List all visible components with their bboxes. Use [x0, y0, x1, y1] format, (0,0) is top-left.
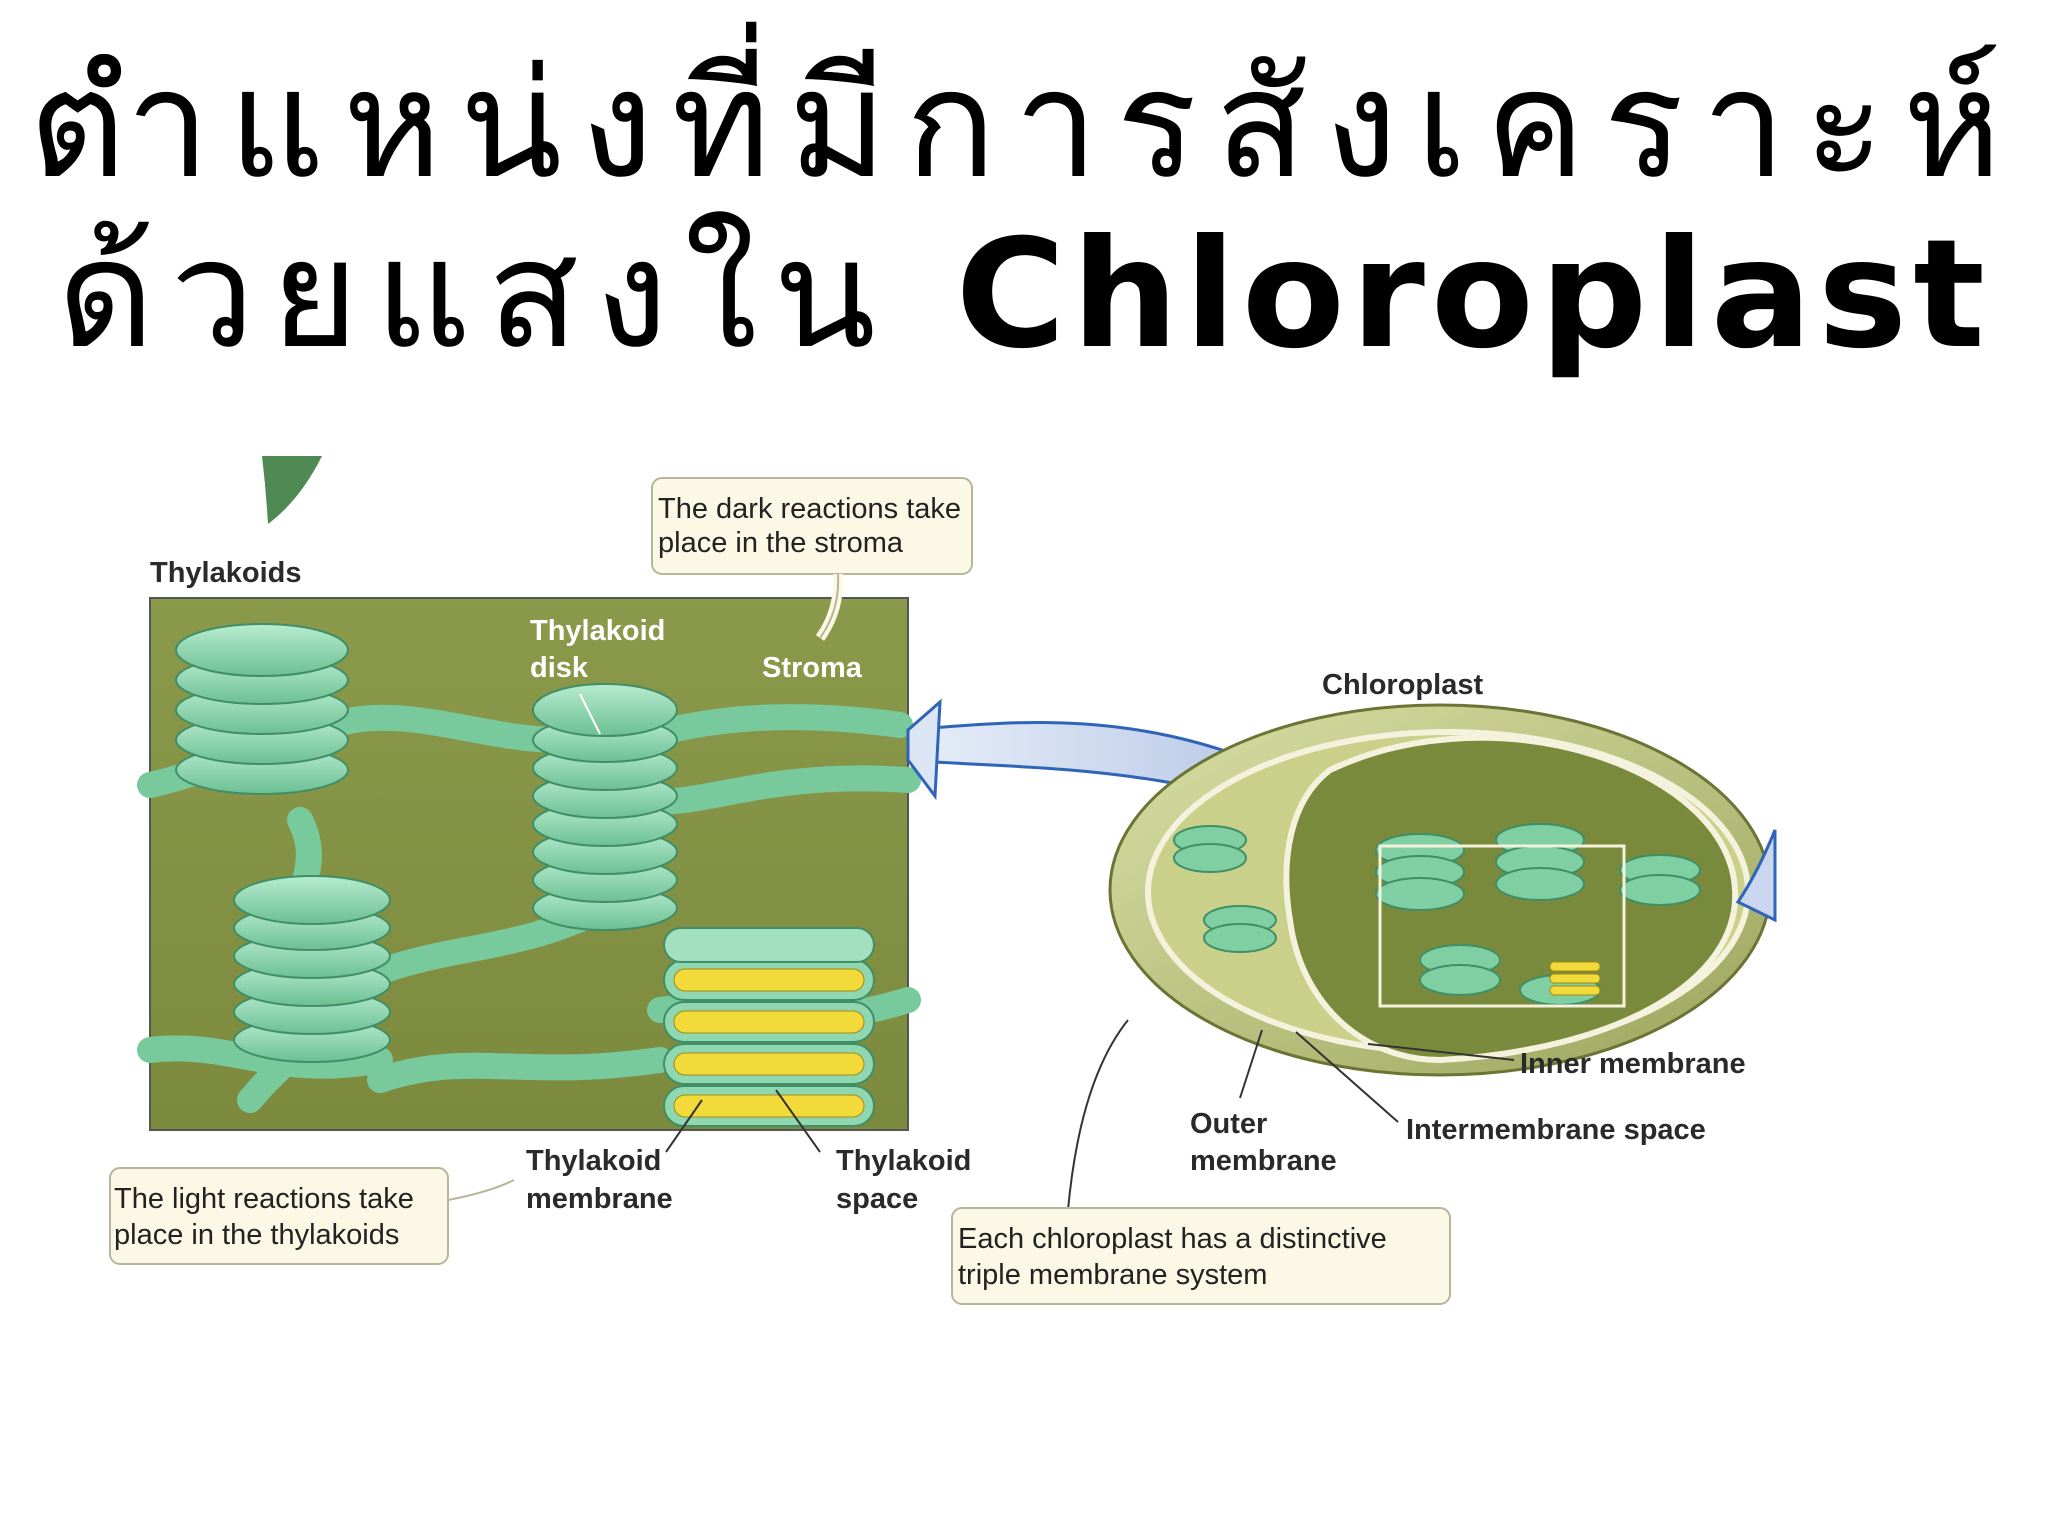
thylakoid-leader-lines — [665, 1089, 821, 1153]
title-chloroplast-word: Chloroplast — [955, 208, 1991, 382]
slide-title-line-2: ด้วยแสงใน Chloroplast — [0, 210, 2048, 380]
svg-text:Each chloroplast has a distinc: Each chloroplast has a distinctive — [958, 1223, 1387, 1255]
zoom-region-box — [1378, 844, 1626, 1008]
slide-title-line-1: ตำแหน่งที่มีการสังเคราะห์ — [28, 38, 2020, 212]
label-thylakoids: Thylakoids — [150, 557, 302, 589]
zoom-arrow-head — [906, 698, 942, 801]
callout-triple-membrane: Each chloroplast has a distinctive tripl… — [951, 1019, 1451, 1305]
callout-dark-reactions: The dark reactions take place in the str… — [651, 477, 973, 641]
chloroplast-diagram: Thylakoids — [109, 456, 1777, 1305]
right-arrow-fragment — [1735, 829, 1777, 923]
svg-text:The dark reactions take: The dark reactions take — [658, 493, 961, 525]
leader-thylakoid-disk — [579, 693, 601, 735]
label-outer-membrane-line-2: membrane — [1190, 1145, 1337, 1177]
leaf-fragment — [262, 456, 322, 524]
title-thai-part: ด้วยแสงใน — [57, 208, 892, 382]
label-inner-membrane: Inner membrane — [1520, 1048, 1746, 1080]
cutaway-thylakoid-stack — [663, 927, 875, 1127]
label-thylakoid-membrane-line-1: Thylakoid — [526, 1145, 661, 1177]
granum-stack-1 — [175, 623, 349, 795]
label-thylakoid-disk-line-1: Thylakoid — [530, 615, 665, 647]
callout-light-reactions: The light reactions take place in the th… — [109, 1167, 515, 1265]
label-thylakoid-space-line-1: Thylakoid — [836, 1145, 971, 1177]
label-thylakoid-disk-line-2: disk — [530, 652, 589, 684]
svg-text:triple membrane system: triple membrane system — [958, 1259, 1267, 1291]
svg-text:The light reactions take: The light reactions take — [114, 1183, 414, 1215]
membrane-leader-lines — [1239, 1029, 1515, 1123]
label-intermembrane-space: Intermembrane space — [1406, 1114, 1706, 1146]
svg-text:place in the thylakoids: place in the thylakoids — [114, 1219, 399, 1251]
label-thylakoid-space-line-2: space — [836, 1183, 918, 1215]
svg-text:place in the stroma: place in the stroma — [658, 527, 904, 559]
label-stroma: Stroma — [762, 652, 863, 684]
granum-stack-2 — [233, 875, 391, 1063]
chloroplast-organelle — [1108, 703, 1772, 1077]
label-outer-membrane-line-1: Outer — [1190, 1108, 1267, 1140]
label-thylakoid-membrane-line-2: membrane — [526, 1183, 673, 1215]
label-chloroplast: Chloroplast — [1322, 669, 1483, 701]
granum-stack-3 — [532, 683, 678, 931]
